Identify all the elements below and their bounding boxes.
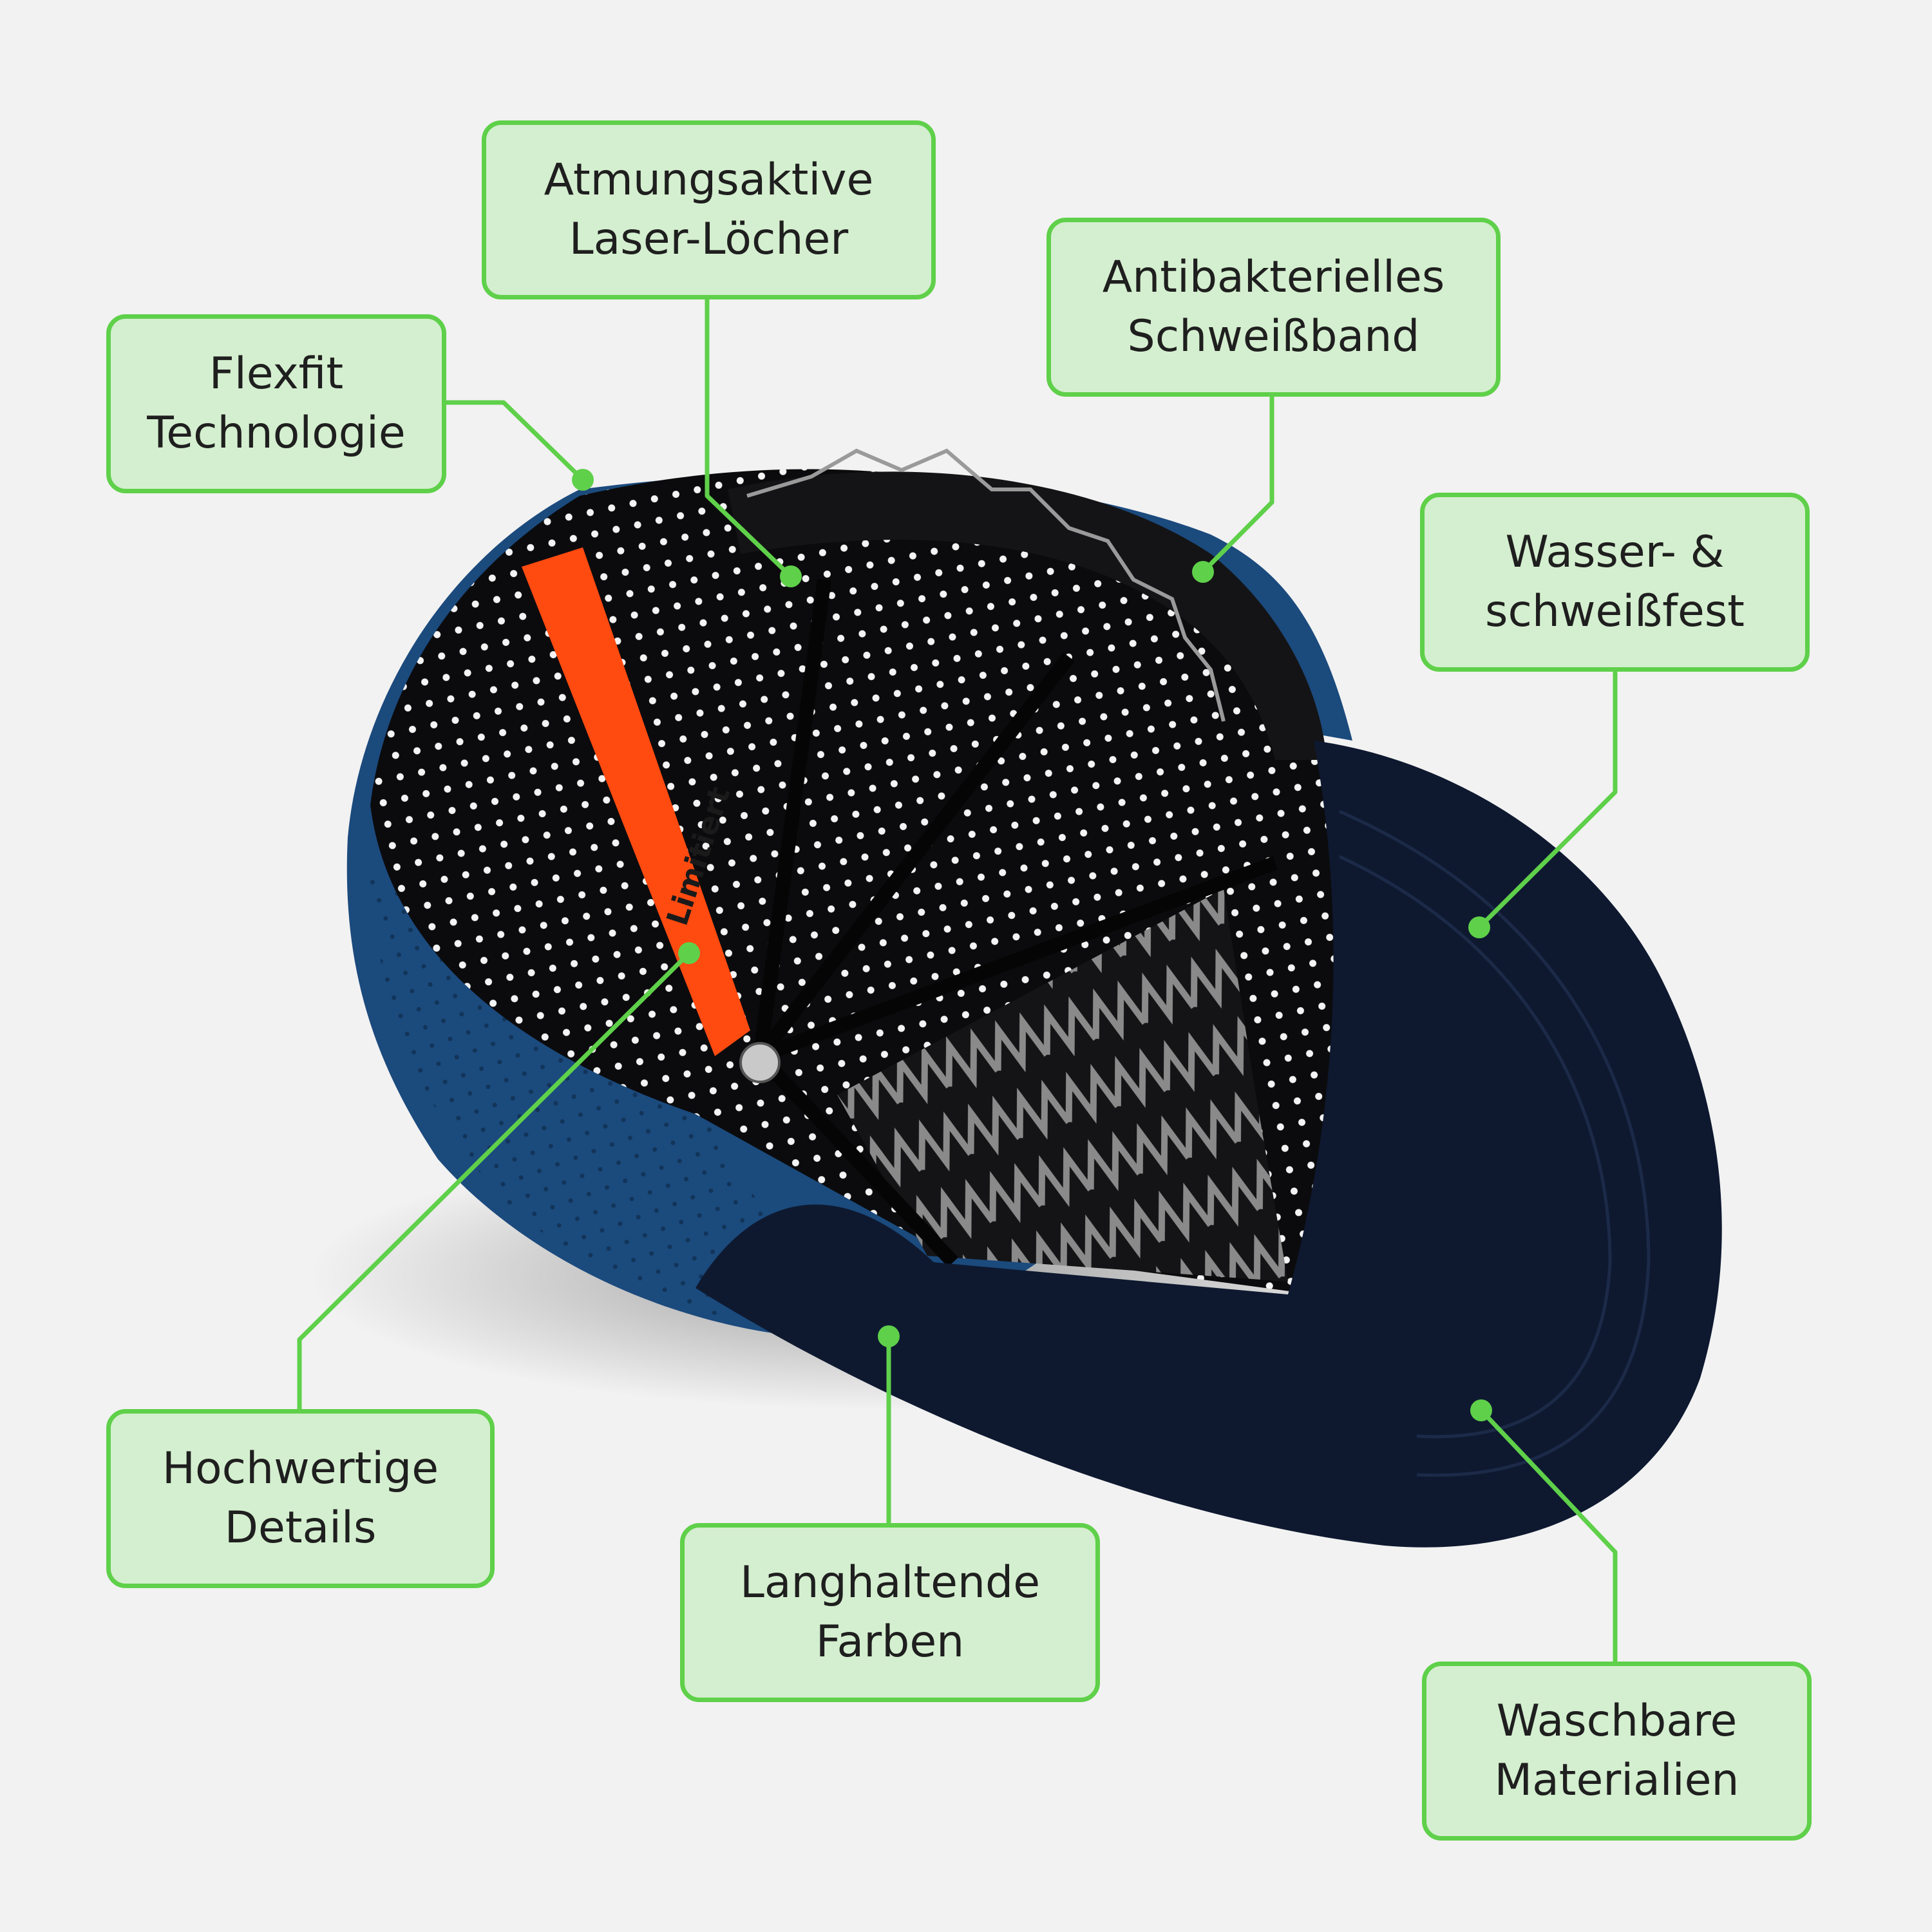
callout-quality-details: Hochwertige Details — [106, 1409, 495, 1588]
callout-lasting-colors: Langhaltende Farben — [680, 1523, 1100, 1702]
leader-details — [297, 951, 691, 1409]
cap-top-button — [739, 1042, 781, 1083]
leader-waterproof — [1477, 670, 1618, 929]
leader-lines — [297, 299, 1618, 1662]
callout-sweatband: Antibakterielles Schweißband — [1046, 218, 1501, 397]
callout-laser-holes: Atmungsaktive Laser-Löcher — [482, 120, 936, 299]
callout-laser-line-2: Laser-Löcher — [569, 214, 849, 265]
cap-visor — [696, 741, 1722, 1548]
callout-sweatband-line-2: Schweißband — [1127, 311, 1420, 362]
cap-visor-underside — [837, 889, 1288, 1282]
leader-dots — [572, 469, 1492, 1421]
callout-colors-line-1: Langhaltende — [739, 1557, 1041, 1608]
leader-sweatband — [1201, 396, 1274, 574]
cap-sweatband — [728, 471, 1327, 760]
callout-waterproof: Wasser- & schweißfest — [1420, 493, 1810, 672]
leader-laser — [705, 299, 793, 578]
callout-washable-line-1: Waschbare — [1496, 1696, 1738, 1747]
callout-flexfit-line-1: Flexfit — [209, 348, 344, 399]
callout-colors-line-2: Farben — [815, 1616, 965, 1667]
callout-sweatband-line-1: Antibakterielles — [1102, 252, 1445, 303]
callout-details-line-1: Hochwertige — [162, 1443, 439, 1494]
cap-crown-side-panel — [367, 850, 837, 1336]
callout-waterproof-line-2: schweißfest — [1485, 586, 1745, 637]
callout-washable-line-2: Materialien — [1494, 1755, 1739, 1806]
callout-waterproof-line-1: Wasser- & — [1505, 527, 1725, 578]
callout-details-line-2: Details — [224, 1502, 377, 1553]
callout-laser-line-1: Atmungsaktive — [544, 155, 874, 205]
callout-flexfit-line-2: Technologie — [147, 408, 406, 459]
callout-flexfit-technology: Flexfit Technologie — [106, 314, 446, 493]
cap-tag — [522, 547, 750, 1056]
callout-washable-materials: Waschbare Materialien — [1422, 1662, 1812, 1841]
leader-washable — [1479, 1408, 1618, 1662]
leader-flexfit — [444, 400, 585, 482]
